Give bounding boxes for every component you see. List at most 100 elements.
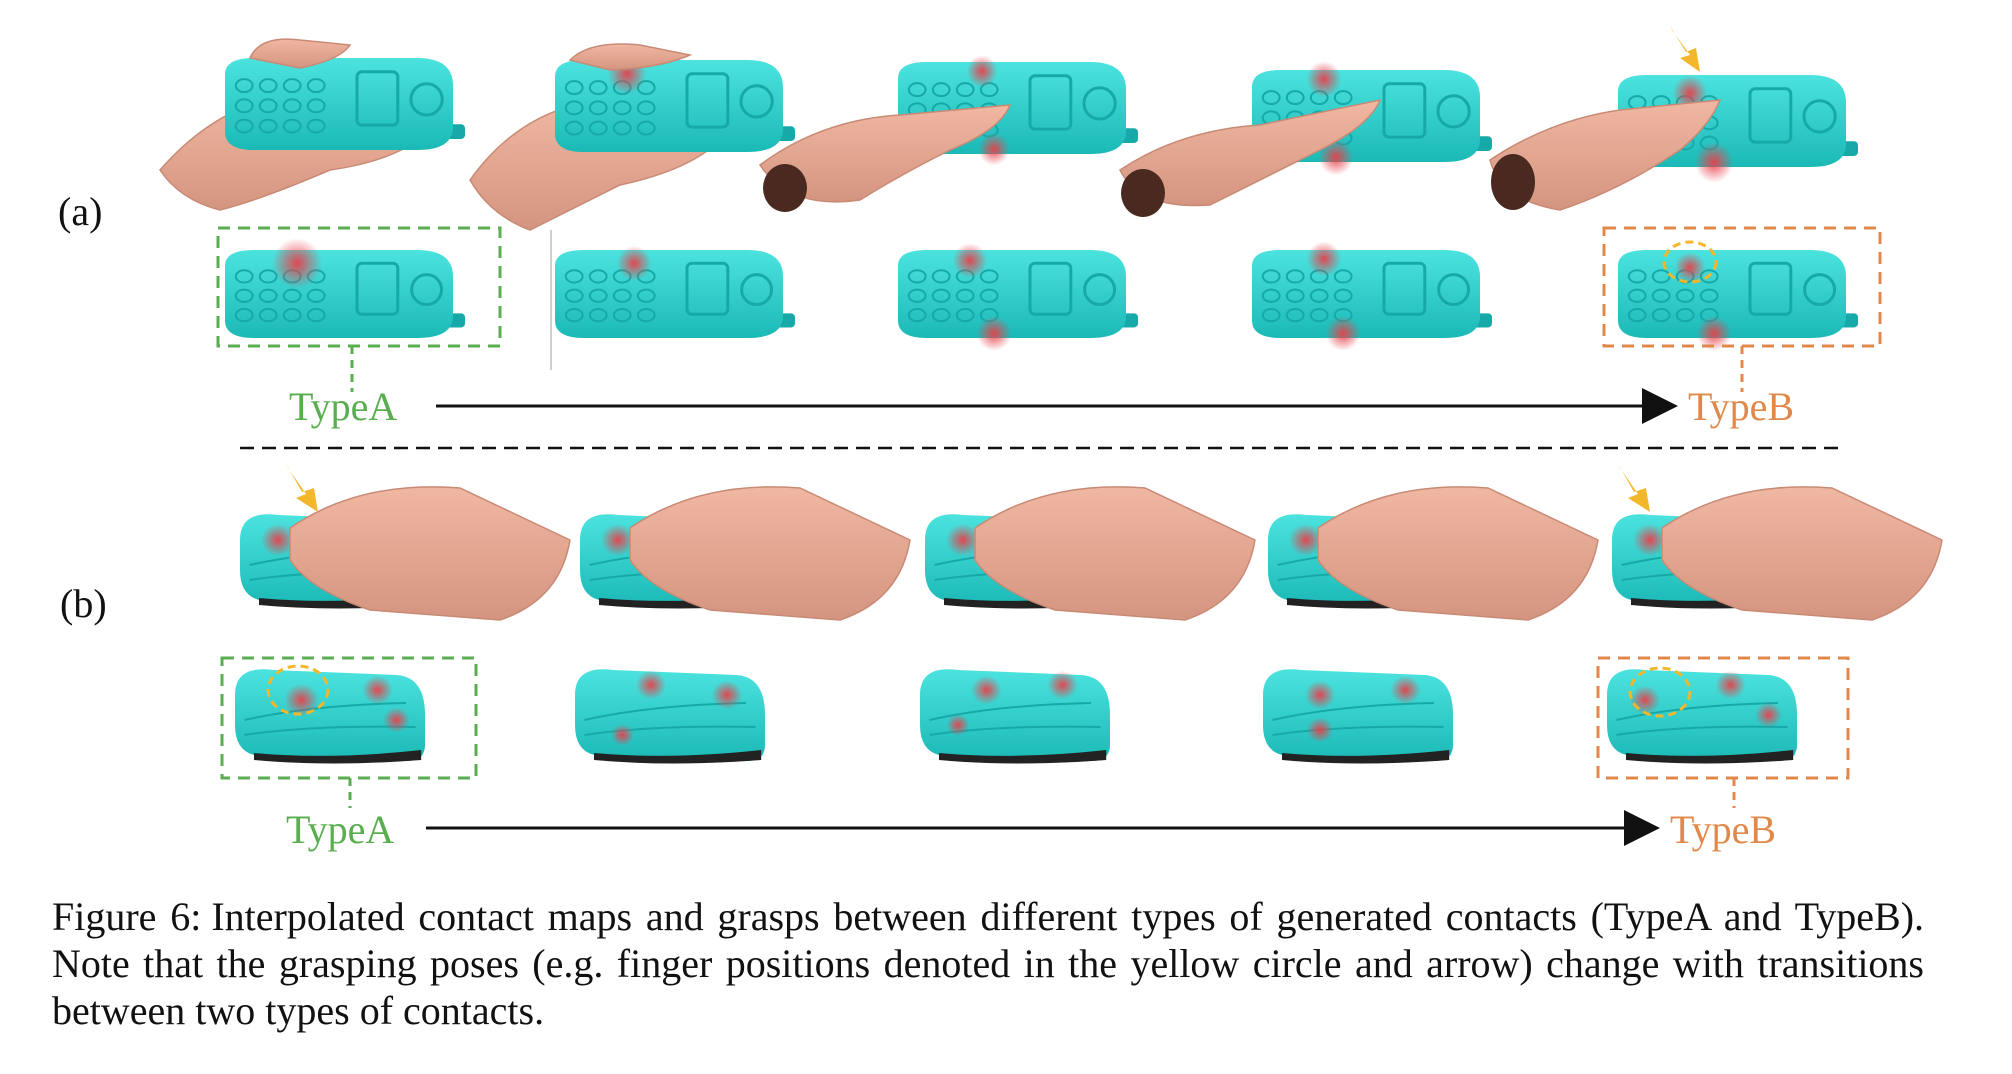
mouse-base: [939, 750, 1107, 764]
phone-key: [979, 269, 999, 284]
contact-region: [711, 680, 743, 710]
phone-button: [1802, 99, 1837, 134]
phone-button: [409, 82, 444, 117]
contact-region: [1306, 60, 1342, 98]
phone-key: [1261, 307, 1281, 323]
contact-region: [600, 523, 636, 557]
phone-key: [1675, 288, 1695, 303]
panel-a-typeA-label: TypeA: [289, 384, 397, 429]
phone-key: [234, 118, 254, 134]
panel-a-typeB-label: TypeB: [1688, 384, 1794, 429]
phone-key: [306, 307, 326, 323]
phone-key: [612, 307, 632, 323]
phone-key: [955, 307, 975, 323]
phone-key: [234, 288, 254, 303]
caption-label: Figure 6:: [52, 894, 202, 939]
phone-key: [564, 288, 584, 303]
contact-region: [383, 707, 410, 733]
phone-key: [1285, 307, 1305, 323]
phone-key: [907, 269, 927, 284]
panel-b-typeA-label: TypeA: [286, 807, 394, 852]
contact-map-phone: [898, 243, 1138, 352]
phone-key: [588, 100, 608, 116]
phone-key: [1699, 288, 1719, 303]
phone-key: [1333, 269, 1353, 284]
phone-screen: [355, 261, 400, 316]
contact-region: [976, 316, 1012, 352]
panel-a-label: (a): [58, 189, 102, 234]
phone-key: [306, 118, 326, 134]
phone-button: [739, 84, 774, 119]
contact-region: [362, 675, 393, 705]
mouse-base: [1626, 750, 1794, 764]
hand: [1489, 99, 1722, 211]
phone-button: [410, 273, 444, 307]
phone-button: [1082, 86, 1117, 121]
phone-key: [234, 307, 254, 323]
contact-region: [952, 243, 988, 278]
phone-screen: [1382, 82, 1427, 139]
phone-key: [955, 82, 975, 98]
phone-key: [564, 269, 584, 284]
phone-button: [1083, 273, 1117, 307]
yellow-circle-icon: [1662, 240, 1718, 284]
phone-body: [898, 250, 1126, 338]
contact-region: [260, 523, 296, 557]
mouse-seam: [584, 725, 756, 736]
phone-key: [282, 118, 302, 134]
contact-region: [635, 670, 667, 700]
mouse-base: [1282, 750, 1450, 764]
contact-region: [1755, 702, 1782, 728]
fingers: [568, 43, 693, 71]
phone-button: [1437, 273, 1471, 307]
phone-screen: [685, 72, 730, 129]
contact-map-mouse: [1607, 669, 1797, 764]
phone-screen: [1748, 87, 1793, 144]
phone-body: [225, 58, 453, 150]
phone-key: [612, 288, 632, 303]
yellow-circle-icon: [1628, 666, 1692, 718]
contact-region: [1390, 675, 1421, 705]
phone-key: [931, 82, 951, 98]
phone-key: [636, 307, 656, 323]
panel-b-typeB-box: [1596, 656, 1850, 780]
phone-key: [1333, 90, 1353, 106]
phone-key: [234, 98, 254, 114]
phone: [225, 58, 465, 150]
hand: [1317, 486, 1599, 621]
contact-map-phone: [225, 238, 465, 338]
contact-region: [1715, 670, 1746, 700]
phone-button: [1803, 273, 1837, 307]
contact-region: [1694, 142, 1734, 183]
contact-region: [946, 714, 970, 736]
phone-key: [258, 307, 278, 323]
phone-screen: [1382, 261, 1427, 316]
phone-key: [1285, 90, 1305, 106]
contact-region: [1306, 717, 1334, 743]
phone-key: [282, 78, 302, 94]
phone-key: [636, 100, 656, 116]
phone-key: [588, 120, 608, 136]
figure-caption: Figure 6:Interpolated contact maps and g…: [52, 893, 1924, 1034]
phone-key: [931, 288, 951, 303]
hand: [1119, 98, 1382, 207]
phone-key: [1285, 269, 1305, 284]
contact-region: [1674, 252, 1706, 284]
phone-key: [588, 288, 608, 303]
phone-key: [636, 120, 656, 136]
mouse-seam: [244, 702, 407, 721]
phone-button: [1436, 94, 1471, 129]
phone-key: [306, 288, 326, 303]
mouse-seam: [1272, 702, 1435, 721]
mouse-base: [594, 750, 762, 764]
phone-key: [282, 288, 302, 303]
caption-text: Interpolated contact maps and grasps bet…: [52, 894, 1925, 1033]
phone-key: [1309, 307, 1329, 323]
contact-region: [1696, 316, 1732, 352]
phone-key: [907, 288, 927, 303]
panel-a-grasp-row: [159, 26, 1858, 231]
panel-b-contact-row: [235, 664, 1797, 764]
contact-region: [611, 724, 634, 746]
phone-key: [564, 307, 584, 323]
hand: [758, 104, 1012, 203]
